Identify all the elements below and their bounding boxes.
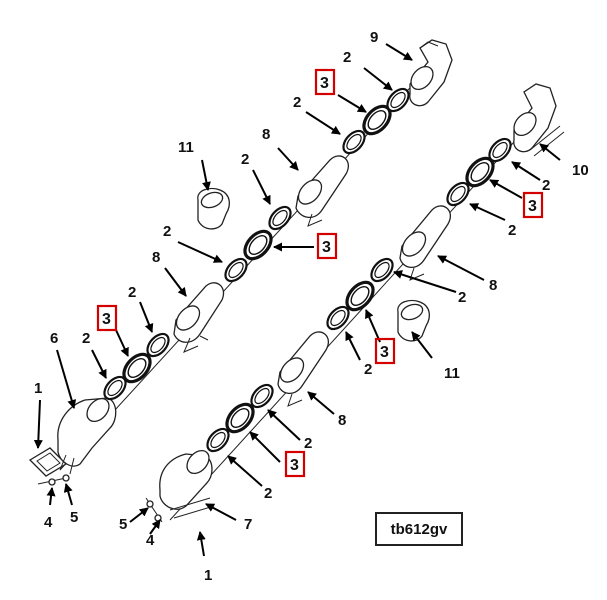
clamp-3-d xyxy=(225,402,255,434)
highlight-box-3b xyxy=(316,232,338,260)
callout-3-highlighted: 3 xyxy=(380,344,389,361)
leader-arrows xyxy=(33,43,561,557)
callout-11-right: 11 xyxy=(444,365,460,382)
clamp-3-b xyxy=(243,229,273,261)
highlight-box-3f xyxy=(284,450,306,478)
highlight-boxes xyxy=(96,68,544,478)
callout-8: 8 xyxy=(262,126,270,143)
part-8-pipe-left-lower xyxy=(173,282,225,353)
callout-4-right: 4 xyxy=(146,532,155,549)
callout-8: 8 xyxy=(338,412,346,429)
callout-2: 2 xyxy=(508,222,516,239)
callout-4-left: 4 xyxy=(44,514,53,531)
part-8-pipe-right-lower xyxy=(277,331,329,407)
highlight-box-3c xyxy=(314,68,336,96)
callout-3-highlighted: 3 xyxy=(290,457,299,474)
ring-2-i xyxy=(326,305,350,331)
callout-2: 2 xyxy=(542,177,550,194)
callout-2: 2 xyxy=(264,485,272,502)
callout-3-highlighted: 3 xyxy=(102,311,111,328)
callout-2: 2 xyxy=(82,330,90,347)
highlight-box-3a xyxy=(96,304,118,332)
callout-2: 2 xyxy=(343,49,351,66)
callout-2: 2 xyxy=(364,361,372,378)
ring-2-e xyxy=(342,129,366,155)
highlight-box-3d xyxy=(522,191,544,219)
ring-2-h xyxy=(250,383,274,409)
callout-2: 2 xyxy=(304,435,312,452)
part-8-pipe-left-upper xyxy=(295,155,349,227)
callout-5-right: 5 xyxy=(119,516,127,533)
clamp-3-a xyxy=(122,352,152,384)
left-assembly xyxy=(28,39,453,486)
callout-8: 8 xyxy=(152,249,160,266)
callout-10: 10 xyxy=(572,162,589,179)
figure-reference-box: tb612gv xyxy=(375,512,463,546)
callout-7: 7 xyxy=(244,516,252,533)
ring-2-l xyxy=(488,137,512,163)
ring-2-b xyxy=(146,332,170,358)
part-10-outlet-elbow xyxy=(513,83,565,157)
clamp-3-e xyxy=(345,280,375,312)
part-8-pipe-right-upper xyxy=(399,205,451,281)
ring-2-j xyxy=(370,257,394,283)
callout-6: 6 xyxy=(50,330,58,347)
callout-3-highlighted: 3 xyxy=(322,239,331,256)
part-11-sleeve-left xyxy=(197,187,231,230)
part-4-5-bolt-left xyxy=(37,474,70,486)
right-assembly xyxy=(145,83,565,523)
ring-2-d xyxy=(268,205,292,231)
callout-labels: 1 1 2 2 2 2 2 2 2 2 2 2 2 2 3 3 3 3 3 3 … xyxy=(34,29,589,584)
callout-3-highlighted: 3 xyxy=(528,198,537,215)
callout-5-left: 5 xyxy=(70,509,78,526)
callout-2: 2 xyxy=(128,284,136,301)
ring-2-g xyxy=(206,427,230,453)
callout-1-left: 1 xyxy=(34,380,42,397)
callout-11-left: 11 xyxy=(178,139,194,156)
callout-2: 2 xyxy=(293,94,301,111)
part-11-sleeve-right xyxy=(397,299,431,342)
callout-2: 2 xyxy=(458,289,466,306)
callout-2: 2 xyxy=(241,151,249,168)
callout-9: 9 xyxy=(370,29,378,46)
part-7-inlet-pipe xyxy=(159,449,215,519)
ring-2-c xyxy=(224,257,248,283)
callout-1-right: 1 xyxy=(204,567,212,584)
callout-2: 2 xyxy=(163,223,171,240)
part-4-5-bolt-right xyxy=(145,497,163,523)
callout-8: 8 xyxy=(489,277,497,294)
ring-2-f xyxy=(386,87,410,113)
figure-reference-id: tb612gv xyxy=(390,520,448,538)
part-6-elbow-pipe xyxy=(57,397,117,475)
ring-2-k xyxy=(446,181,470,207)
highlight-box-3e xyxy=(374,337,396,365)
part-9-outlet-elbow xyxy=(409,39,453,107)
callout-3-highlighted: 3 xyxy=(320,75,329,92)
